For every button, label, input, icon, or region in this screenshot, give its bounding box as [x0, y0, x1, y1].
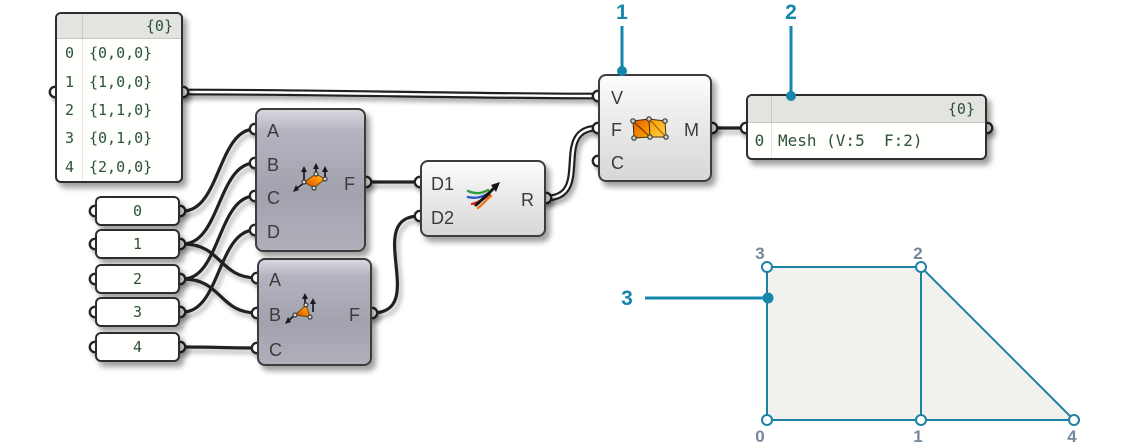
quad-input-C-label: C [267, 188, 280, 208]
item-value: {0,1,0} [89, 129, 153, 148]
list-item: 0 Mesh (V:5 F:2) [748, 123, 985, 157]
list-item: 3 {0,1,0} [57, 124, 181, 152]
item-value: {0,0,0} [89, 44, 153, 63]
wire-mergeR-meshF-core [544, 126, 600, 200]
panel-column-divider [771, 96, 772, 158]
value-panel-2[interactable]: 2 [95, 264, 180, 294]
list-item: 2 {1,1,0} [57, 96, 181, 124]
list-item: 4 {2,0,0} [57, 153, 181, 181]
wire-panel2-triB[interactable] [181, 277, 259, 315]
quad-input-A-label: A [267, 121, 280, 141]
quad-face-icon [293, 163, 328, 192]
mesh-face-quad [766, 266, 922, 421]
item-value: {1,0,0} [89, 72, 153, 91]
cmesh-input-F-label: F [611, 120, 622, 140]
panel-column-divider [82, 14, 83, 181]
value-panel-text: 1 [132, 235, 143, 253]
vertex-label-3: 3 [755, 244, 764, 263]
quad-input-D-label: D [267, 222, 280, 242]
value-panel-text: 0 [132, 202, 143, 220]
mesh-preview: 0 1 2 3 4 [755, 244, 1080, 444]
merge-streams-icon [466, 182, 500, 210]
item-index: 3 [64, 129, 75, 148]
tri-output-F-label: F [349, 305, 360, 325]
wire-panel3-quadD[interactable] [181, 228, 257, 314]
component-construct-mesh[interactable]: V F C M [598, 74, 712, 182]
panel-path-header: {0} [748, 96, 985, 123]
mesh-vertex-1 [915, 414, 927, 426]
component-merge[interactable]: D1 D2 R [420, 160, 546, 237]
wire-points-meshV-core [181, 90, 600, 98]
item-index: 4 [64, 157, 75, 176]
mesh-vertex-4 [1068, 414, 1080, 426]
value-panel-3[interactable]: 3 [95, 297, 180, 327]
item-index: 0 [754, 130, 765, 150]
item-value: {1,1,0} [89, 101, 153, 120]
item-index: 1 [64, 72, 75, 91]
list-item: 1 {1,0,0} [57, 67, 181, 95]
points-list-panel[interactable]: {0} 0 {0,0,0} 1 {1,0,0} 2 {1,1,0} 3 {0,1… [55, 12, 183, 183]
tri-input-C-label: C [269, 340, 282, 360]
quad-output-F-label: F [344, 174, 355, 194]
cmesh-input-V-label: V [611, 88, 624, 108]
item-value: {2,0,0} [89, 157, 153, 176]
value-panel-text: 4 [132, 338, 143, 356]
merge-input-D2-label: D2 [431, 208, 455, 228]
value-panel-0[interactable]: 0 [95, 196, 180, 226]
component-mesh-triangle[interactable]: A B C F [257, 258, 372, 366]
wire-triF-mergeD2[interactable] [370, 214, 422, 315]
wire-panel4-triC[interactable] [181, 345, 259, 350]
value-panel-text: 2 [132, 270, 143, 288]
vertex-label-1: 1 [913, 427, 922, 444]
quad-input-B-label: B [267, 155, 280, 175]
wire-panel2-quadC[interactable] [181, 194, 257, 281]
tri-input-A-label: A [269, 270, 282, 290]
item-value: Mesh (V:5 F:2) [778, 130, 923, 150]
merge-input-D1-label: D1 [431, 174, 455, 194]
mesh-faces-icon [630, 116, 669, 141]
cmesh-input-C-label: C [611, 153, 624, 173]
panel-path-header: {0} [57, 14, 181, 39]
wire-panel0-quadA[interactable] [181, 127, 257, 213]
component-mesh-quad[interactable]: A B C D F [255, 108, 366, 252]
value-panel-4[interactable]: 4 [95, 332, 180, 362]
mesh-output-panel[interactable]: {0} 0 Mesh (V:5 F:2) [746, 94, 987, 160]
item-index: 2 [64, 101, 75, 120]
item-index: 0 [64, 44, 75, 63]
mesh-vertex-3 [761, 261, 773, 273]
wire-panel1-quadB[interactable] [181, 161, 257, 246]
merge-output-R-label: R [521, 190, 534, 210]
vertex-label-2: 2 [913, 244, 922, 263]
triangle-face-icon [285, 293, 316, 324]
list-item: 0 {0,0,0} [57, 39, 181, 67]
tri-input-B-label: B [269, 305, 282, 325]
vertex-label-0: 0 [755, 427, 764, 444]
vertex-label-4: 4 [1067, 427, 1077, 444]
wire-panel1-triA[interactable] [181, 242, 259, 280]
value-panel-1[interactable]: 1 [95, 229, 180, 259]
mesh-vertex-0 [761, 414, 773, 426]
mesh-face-triangle [920, 264, 1077, 421]
mesh-vertex-2 [915, 261, 927, 273]
value-panel-text: 3 [132, 303, 143, 321]
cmesh-output-M-label: M [684, 120, 699, 140]
